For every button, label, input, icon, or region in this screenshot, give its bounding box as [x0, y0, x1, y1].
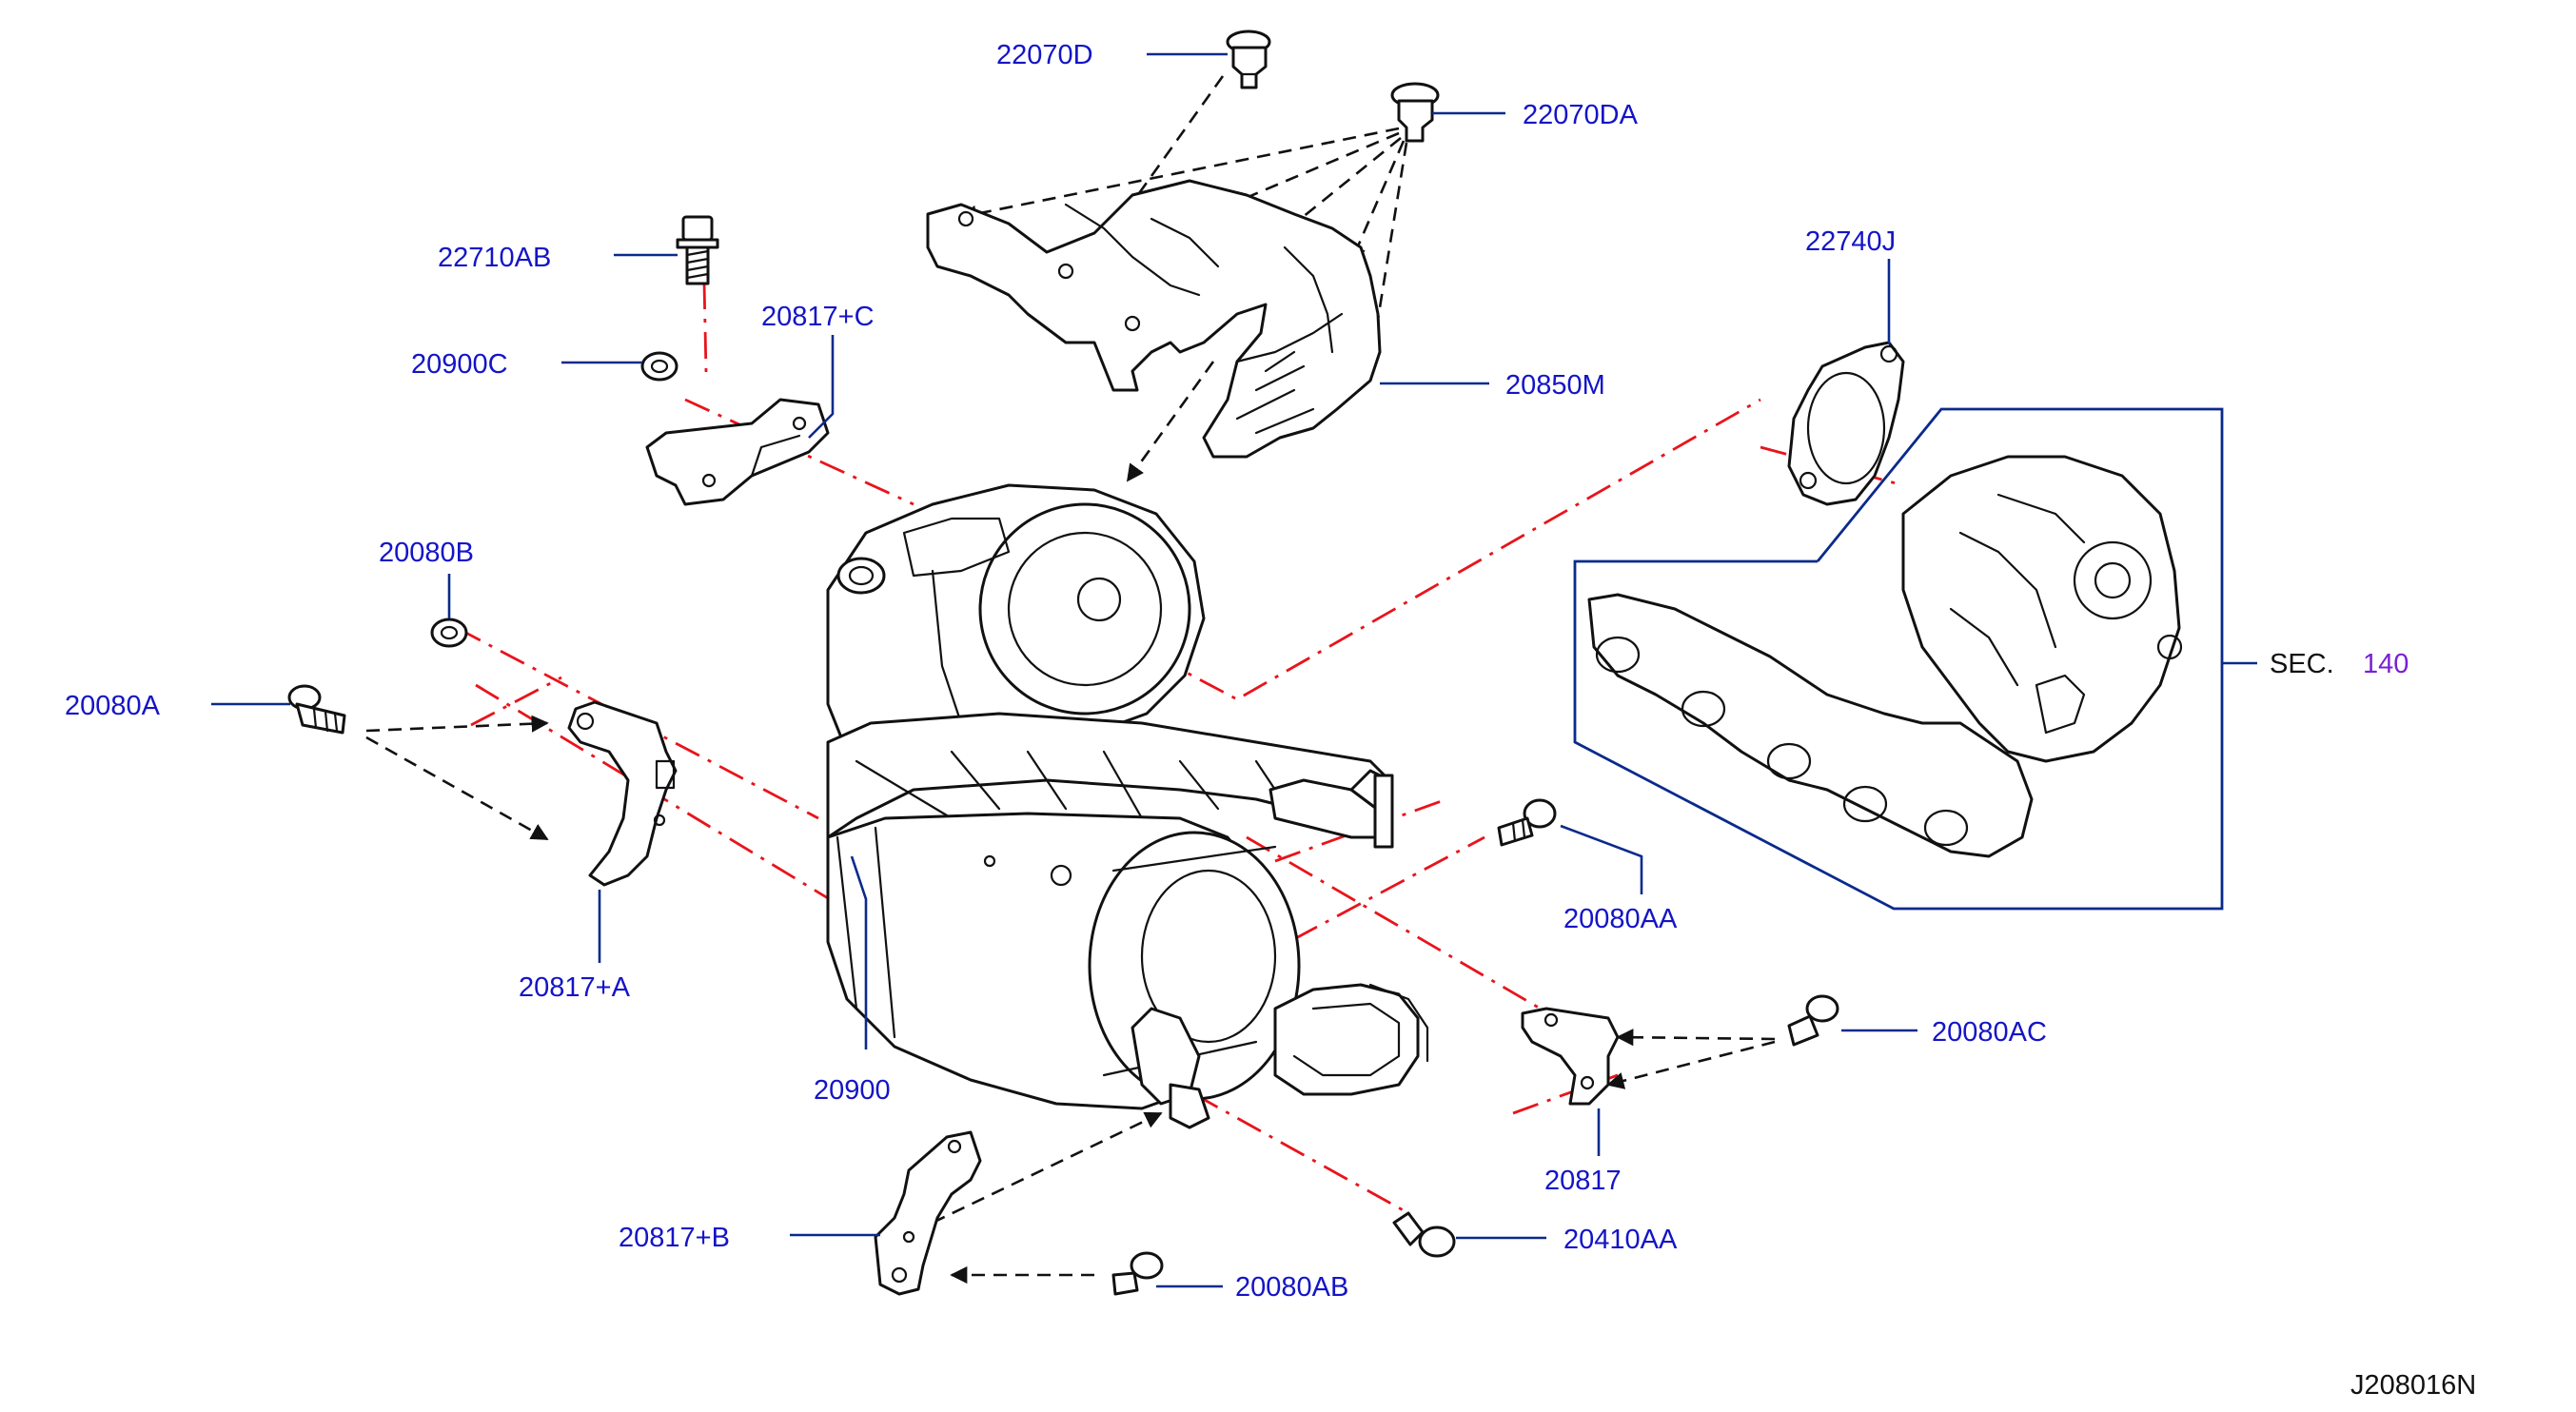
- bolt-22710ab: [676, 215, 719, 285]
- leader-lines: [211, 52, 2257, 1288]
- label-20080ab: 20080AB: [1235, 1272, 1348, 1303]
- label-20080b: 20080B: [379, 538, 474, 568]
- gasket-22740j: [1787, 341, 1905, 506]
- bolt-20080ac: [1787, 994, 1839, 1047]
- bolt-22070d: [1226, 29, 1271, 89]
- nut-20080b: [430, 618, 468, 648]
- bracket-20817b: [874, 1130, 982, 1296]
- label-20850m: 20850M: [1505, 370, 1605, 401]
- bolt-20080aa: [1497, 798, 1557, 847]
- section-number-link[interactable]: 140: [2363, 649, 2409, 679]
- label-20900: 20900: [814, 1075, 891, 1106]
- bolt-22070da: [1390, 82, 1440, 143]
- label-20410aa: 20410AA: [1563, 1225, 1678, 1255]
- label-22070da: 22070DA: [1523, 100, 1639, 130]
- label-20817b: 20817+B: [619, 1223, 730, 1253]
- assembly-arrows: [365, 75, 1776, 1285]
- label-22740j: 22740J: [1805, 226, 1896, 257]
- bracket-20817: [1521, 1007, 1620, 1106]
- heat-shield-20850m: [926, 179, 1382, 459]
- bolt-20080a: [287, 684, 346, 735]
- label-20080aa: 20080AA: [1563, 904, 1678, 934]
- catalytic-converter-20900: [826, 483, 1429, 1129]
- bracket-20817a: [567, 700, 678, 887]
- label-20817: 20817: [1544, 1166, 1622, 1196]
- label-20817a: 20817+A: [519, 972, 631, 1003]
- part-labels: 22070D 22070DA 22710AB 20817+C 20900C 20…: [65, 40, 2476, 1401]
- label-20900c: 20900C: [411, 349, 508, 380]
- label-22710ab: 22710AB: [438, 243, 551, 273]
- bracket-20817c: [645, 398, 830, 506]
- diagram-id: J208016N: [2350, 1370, 2476, 1401]
- bolt-20080ab: [1111, 1251, 1164, 1296]
- exhaust-manifold-group: [1573, 407, 2224, 911]
- label-22070d: 22070D: [996, 40, 1093, 70]
- label-20080ac: 20080AC: [1932, 1017, 2047, 1048]
- label-20817c: 20817+C: [761, 302, 875, 332]
- section-prefix: SEC.: [2270, 649, 2334, 679]
- bolt-20410aa: [1392, 1211, 1456, 1258]
- nut-20900c: [640, 351, 678, 382]
- label-20080a: 20080A: [65, 691, 161, 721]
